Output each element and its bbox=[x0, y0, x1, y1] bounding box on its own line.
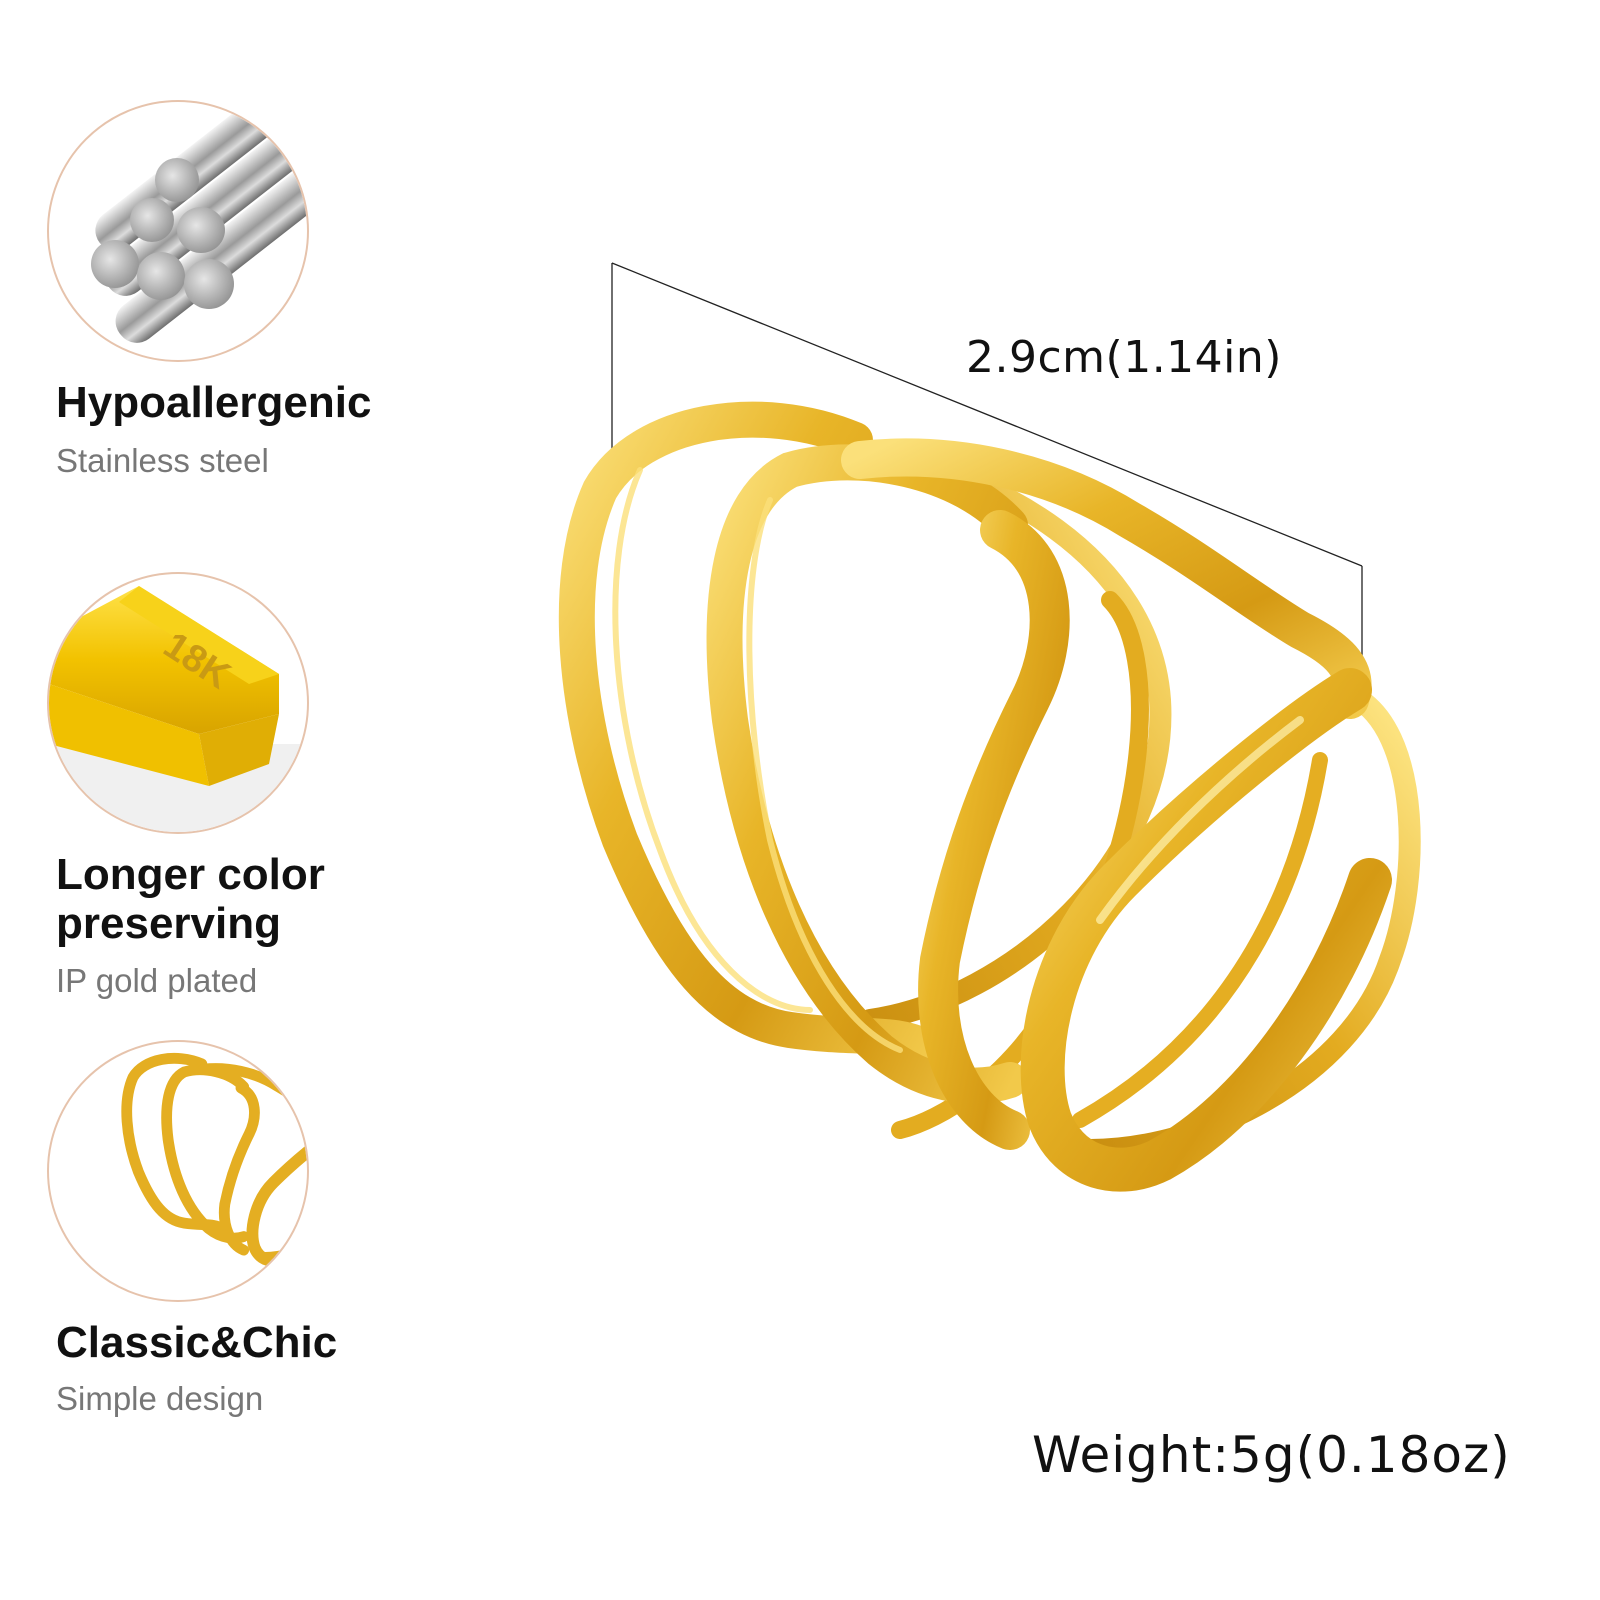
feature-subtitle: Simple design bbox=[56, 1380, 264, 1417]
feature-subtitle: Stainless steel bbox=[56, 442, 269, 479]
dimension-label: 2.9cm(1.14in) bbox=[966, 332, 1282, 383]
ring-thumbnail-icon bbox=[47, 1040, 309, 1302]
steel-rods-icon bbox=[47, 100, 309, 362]
feature-title: Hypoallergenic bbox=[56, 378, 372, 427]
feature-title-line1: Longer color bbox=[56, 850, 325, 899]
feature-title-line2: preserving bbox=[56, 899, 281, 948]
feature-title: Longer color preserving bbox=[56, 850, 325, 948]
main-ring-image bbox=[558, 401, 1421, 1192]
weight-label: Weight:5g(0.18oz) bbox=[1032, 1426, 1511, 1484]
gold-bar-icon: 18K bbox=[47, 572, 309, 834]
feature-subtitle: IP gold plated bbox=[56, 962, 258, 999]
feature-title: Classic&Chic bbox=[56, 1318, 338, 1367]
